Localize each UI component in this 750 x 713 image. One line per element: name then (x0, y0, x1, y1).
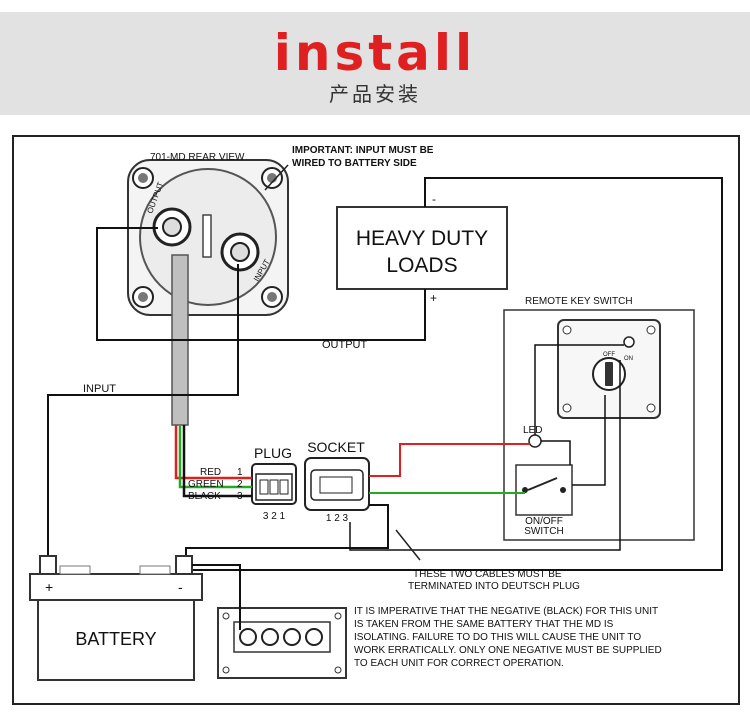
wire-red-pin: 1 (237, 467, 243, 478)
led-indicator-icon (623, 336, 635, 348)
cables-note-line-1: THESE TWO CABLES MUST BE (413, 569, 562, 580)
remote-key-switch-label: REMOTE KEY SWITCH (525, 296, 633, 307)
socket-label: SOCKET (307, 439, 365, 455)
cables-note-pointer (395, 529, 421, 561)
onoff-switch-label-2: SWITCH (524, 526, 563, 537)
bus-terminal-icon (283, 628, 301, 646)
led-label: LED (523, 425, 542, 436)
battery-minus: - (178, 579, 183, 595)
install-banner: install 产品安装 (0, 12, 750, 115)
warning-line-3: ISOLATING. FAILURE TO DO THIS WILL CAUSE… (354, 632, 641, 643)
bus-terminal-icon (239, 628, 257, 646)
plug-pins: 3 2 1 (263, 511, 286, 522)
red-wire-out (369, 443, 530, 477)
switch-contact-icon (527, 477, 558, 491)
warning-line-1: IT IS IMPERATIVE THAT THE NEGATIVE (BLAC… (354, 606, 658, 617)
battery-positive-terminal (39, 555, 57, 575)
key-on-label: ON (624, 356, 633, 362)
input-wire-label: INPUT (83, 383, 116, 395)
ground-wire (192, 564, 241, 630)
banner-title: install (273, 24, 477, 82)
bus-terminal-icon (305, 628, 323, 646)
onoff-switch-label-1: ON/OFF (525, 516, 563, 527)
cables-note-line-2: TERMINATED INTO DEUTSCH PLUG (408, 581, 580, 592)
loads-minus: - (432, 192, 436, 206)
warning-line-2: IS TAKEN FROM THE SAME BATTERY THAT THE … (354, 619, 614, 630)
warning-line-5: TO EACH UNIT FOR CORRECT OPERATION. (354, 658, 564, 669)
key-off-label: OFF (603, 352, 615, 358)
loads-plus: + (430, 291, 437, 305)
power-wiring (47, 177, 723, 571)
wire-red-label: RED (200, 467, 221, 478)
red-wire (174, 425, 252, 480)
disconnect-title: 701-MD REAR VIEW (150, 152, 245, 163)
loads-line-1: HEAVY DUTY (356, 227, 488, 250)
green-wire (178, 425, 252, 489)
wire-green-pin: 2 (237, 479, 243, 490)
battery-disconnect-switch: OUTPUT INPUT (127, 159, 289, 316)
important-note-line-2: WIRED TO BATTERY SIDE (292, 158, 417, 169)
led-icon (528, 434, 542, 448)
wire-black-pin: 3 (237, 491, 243, 502)
important-note-line-1: IMPORTANT: INPUT MUST BE (292, 145, 434, 156)
battery (29, 555, 203, 681)
banner-subtitle: 产品安装 (329, 82, 421, 106)
heavy-duty-loads-box (336, 206, 508, 290)
black-wire-out (185, 504, 389, 565)
battery-negative-terminal (175, 555, 193, 575)
black-wire (182, 425, 252, 498)
warning-line-4: WORK ERRATICALLY. ONLY ONE NEGATIVE MUST… (354, 645, 662, 656)
loads-line-2: LOADS (386, 254, 457, 277)
switch-wiring (349, 344, 624, 551)
socket-pins: 1 2 3 (326, 513, 349, 524)
plug-label: PLUG (254, 445, 292, 461)
battery-label: BATTERY (75, 629, 156, 649)
diagram-frame (12, 135, 740, 705)
bus-terminal-icon (261, 628, 279, 646)
wire-green-label: GREEN (188, 479, 224, 490)
output-wire-label: OUTPUT (322, 339, 368, 351)
battery-plus: + (45, 579, 53, 595)
wire-black-label: BLACK (188, 491, 221, 502)
important-note-pointer (264, 164, 289, 191)
